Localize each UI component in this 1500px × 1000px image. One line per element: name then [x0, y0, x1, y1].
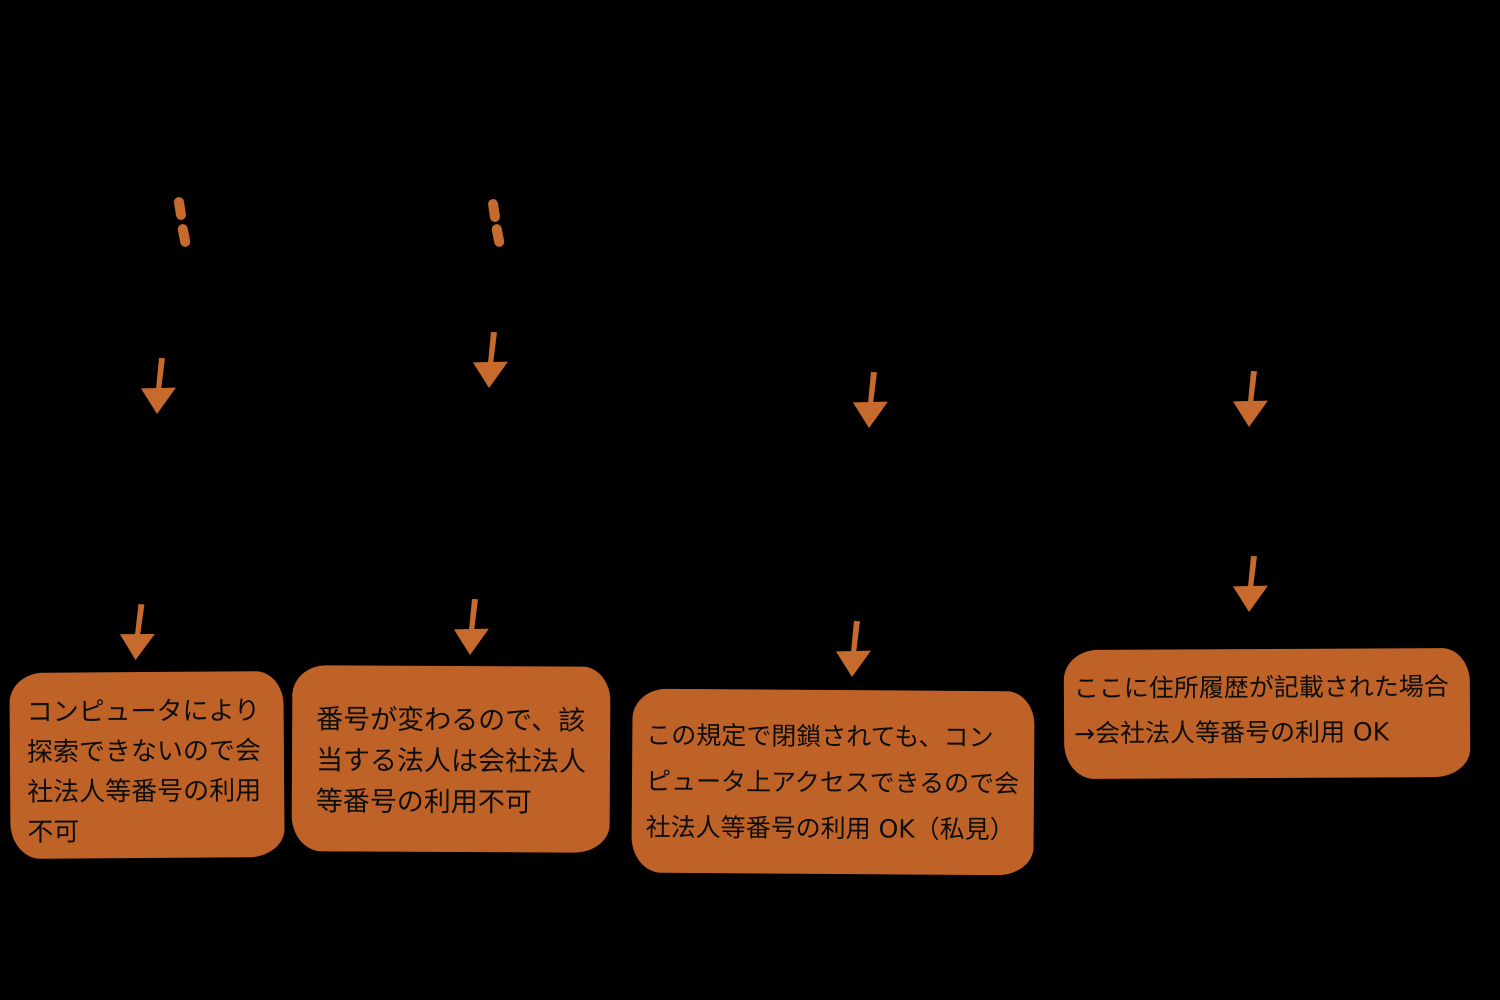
- note-text-line: 社法人等番号の利用: [27, 776, 262, 808]
- note-text-line: 社法人等番号の利用 OK（私見）: [645, 812, 1015, 845]
- note-box-computer-search: コンピュータにより 探索できないので会 社法人等番号の利用 不可: [9, 671, 285, 859]
- note-text-line: 番号が変わるので、該: [316, 704, 586, 737]
- down-arrow-icon: [451, 597, 491, 656]
- dashed-connector-icon: [173, 196, 187, 221]
- note-text-line: この規定で閉鎖されても、コン: [646, 720, 994, 753]
- note-text-line: 等番号の利用不可: [315, 786, 532, 819]
- note-text-line: 当する法人は会社法人: [315, 745, 587, 778]
- note-box-closed-but-accessible: この規定で閉鎖されても、コン ピュータ上アクセスできるので会 社法人等番号の利用…: [631, 688, 1035, 876]
- note-text-line: コンピュータにより: [26, 696, 261, 728]
- down-arrow-icon: [117, 602, 158, 662]
- down-arrow-icon: [833, 619, 873, 678]
- down-arrow-icon: [138, 356, 178, 415]
- note-box-address-history: ここに住所履歴が記載された場合 →会社法人等番号の利用 OK: [1063, 647, 1471, 780]
- note-text-line: ピュータ上アクセスできるので会: [645, 766, 1020, 799]
- down-arrow-icon: [1230, 554, 1270, 613]
- note-text-line: →会社法人等番号の利用 OK: [1074, 717, 1390, 749]
- note-box-number-changes: 番号が変わるので、該 当する法人は会社法人 等番号の利用不可: [291, 665, 611, 853]
- dashed-connector-icon: [490, 223, 506, 248]
- dashed-connector-icon: [176, 223, 192, 248]
- dashed-connector-icon: [487, 198, 501, 223]
- down-arrow-icon: [470, 330, 510, 389]
- note-text-line: 不可: [27, 817, 80, 848]
- note-text-line: 探索できないので会: [26, 736, 262, 768]
- down-arrow-icon: [1230, 369, 1270, 428]
- note-text-line: ここに住所履歴が記載された場合: [1073, 672, 1449, 704]
- down-arrow-icon: [850, 370, 890, 429]
